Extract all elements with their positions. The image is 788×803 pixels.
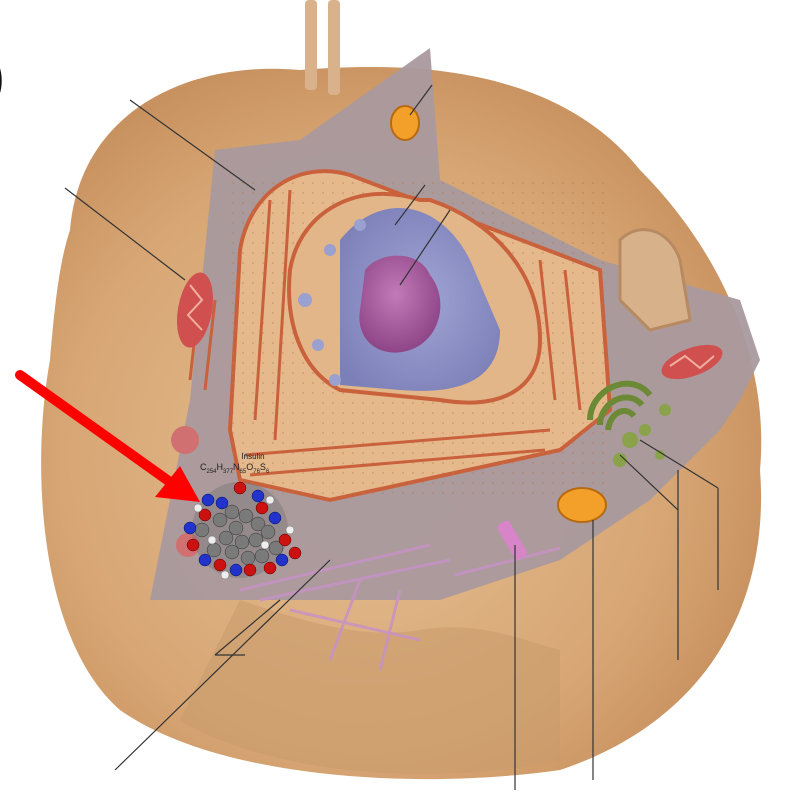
lysosome-top (391, 106, 419, 140)
lysosome-bottom (558, 488, 606, 522)
insulin-label: Insulin (218, 452, 288, 461)
flagellum-1 (305, 0, 317, 90)
vesicle-left (171, 426, 199, 454)
insulin-formula: C254H377N65O76S6 (200, 462, 269, 475)
flagellum-2 (328, 0, 340, 95)
paren-glyph: ) (0, 48, 5, 106)
